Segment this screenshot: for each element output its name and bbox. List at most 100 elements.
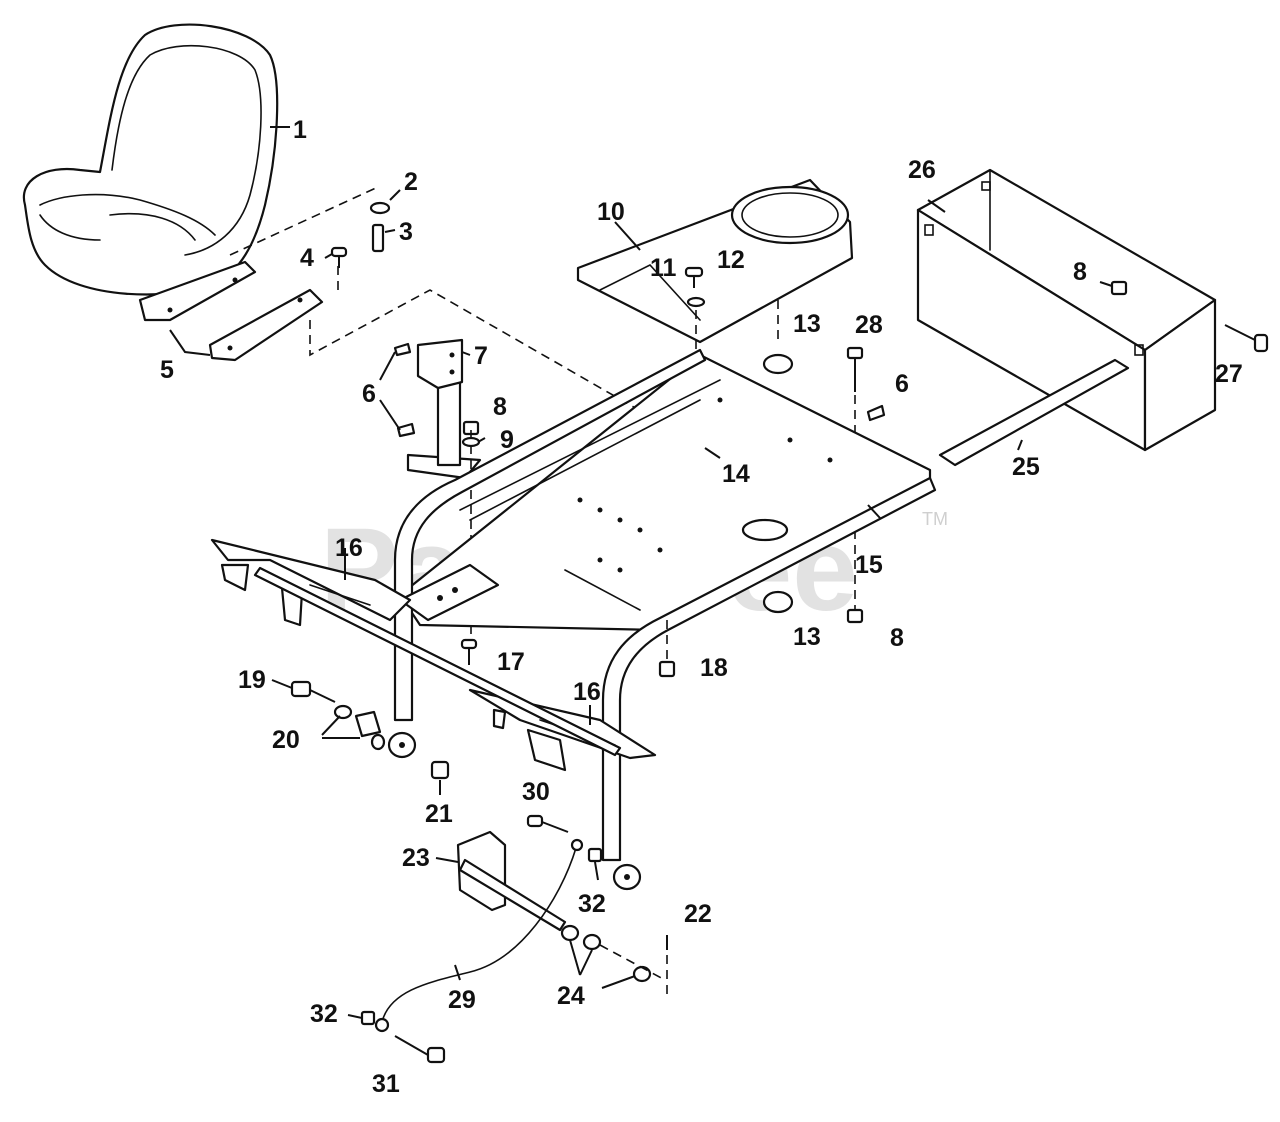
leader-4 xyxy=(324,253,333,259)
callout-2: 2 xyxy=(404,168,418,196)
battery-plate[interactable] xyxy=(576,178,854,344)
callout-7: 7 xyxy=(474,342,488,370)
callout-18: 18 xyxy=(700,654,728,682)
callout-6b: 6 xyxy=(895,370,909,398)
leader-14 xyxy=(704,447,721,459)
pivot-left[interactable] xyxy=(387,731,417,759)
bolt-31[interactable] xyxy=(394,1035,446,1064)
callout-13a: 13 xyxy=(793,310,821,338)
washer-9[interactable] xyxy=(461,436,481,448)
callout-25: 25 xyxy=(1012,453,1040,481)
callout-3: 3 xyxy=(399,218,413,246)
callout-31: 31 xyxy=(372,1070,400,1098)
axle-line xyxy=(599,944,666,981)
nut-18[interactable] xyxy=(658,660,676,678)
callout-23: 23 xyxy=(402,844,430,872)
footrest-bar[interactable] xyxy=(253,566,622,757)
bolt-4[interactable] xyxy=(330,246,348,268)
callout-32b: 32 xyxy=(310,1000,338,1028)
leader-19 xyxy=(271,679,293,689)
harness-29[interactable] xyxy=(374,838,584,1033)
callout-8c: 8 xyxy=(890,624,904,652)
bolt-3[interactable] xyxy=(371,223,385,253)
frame-tube-right[interactable] xyxy=(601,476,937,862)
callout-22: 22 xyxy=(684,900,712,928)
callout-13b: 13 xyxy=(793,623,821,651)
pivot-right[interactable] xyxy=(612,863,642,891)
callout-4: 4 xyxy=(300,244,314,272)
leader-6a xyxy=(379,351,401,431)
nut-21[interactable] xyxy=(430,760,450,780)
leader-26 xyxy=(927,199,946,213)
leader-10 xyxy=(614,221,641,251)
callout-14: 14 xyxy=(722,460,750,488)
bolt-17[interactable] xyxy=(460,638,478,665)
washer-2[interactable] xyxy=(369,201,391,215)
nut-8-frame[interactable] xyxy=(846,608,864,624)
leader-24 xyxy=(569,939,636,989)
callout-15: 15 xyxy=(855,551,883,579)
leader-9 xyxy=(477,437,486,443)
bolt-11[interactable] xyxy=(684,266,704,288)
callout-32a: 32 xyxy=(578,890,606,918)
frame-tube-left[interactable] xyxy=(393,348,707,722)
nut-32-upper[interactable] xyxy=(587,847,603,863)
seat-post[interactable] xyxy=(406,338,482,480)
callout-28: 28 xyxy=(855,311,883,339)
grease-fitting-6b[interactable] xyxy=(396,422,416,438)
bolt-27[interactable] xyxy=(1224,324,1269,353)
callout-26: 26 xyxy=(908,156,936,184)
bolt-19[interactable] xyxy=(290,680,336,703)
bolt-30[interactable] xyxy=(526,814,569,833)
callout-27: 27 xyxy=(1215,360,1243,388)
leader-25 xyxy=(1017,439,1023,451)
washer-12[interactable] xyxy=(686,296,706,308)
grease-fitting-6a[interactable] xyxy=(393,342,412,357)
callout-6a: 6 xyxy=(362,380,376,408)
bracket-23[interactable] xyxy=(456,830,567,932)
seat[interactable] xyxy=(22,23,279,296)
callout-19: 19 xyxy=(238,666,266,694)
footrest-upper[interactable] xyxy=(210,538,412,627)
callout-8a: 8 xyxy=(493,393,507,421)
footrest-lower[interactable] xyxy=(468,688,657,772)
grease-fitting-6c[interactable] xyxy=(866,404,886,422)
washers-24[interactable] xyxy=(560,924,652,983)
support-rail-25[interactable] xyxy=(938,358,1130,467)
leader-3 xyxy=(384,229,396,233)
callout-8b: 8 xyxy=(1073,258,1087,286)
grommet-13-lower[interactable] xyxy=(762,590,794,614)
callout-21: 21 xyxy=(425,800,453,828)
callout-16b: 16 xyxy=(573,678,601,706)
callout-11: 11 xyxy=(650,254,677,282)
leader-5 xyxy=(169,329,211,356)
callout-9: 9 xyxy=(500,426,514,454)
callout-1: 1 xyxy=(293,116,307,144)
nut-8-box[interactable] xyxy=(1099,280,1128,296)
leader-23 xyxy=(435,857,459,863)
callout-12: 12 xyxy=(717,246,745,274)
callout-30: 30 xyxy=(522,778,550,806)
callout-5: 5 xyxy=(160,356,174,384)
leader-7 xyxy=(461,351,471,356)
leader-32b xyxy=(347,1014,363,1019)
leader-15 xyxy=(867,504,881,519)
frame-mount-line xyxy=(309,289,666,530)
bolt-28[interactable] xyxy=(846,346,864,392)
nut-32-lower[interactable] xyxy=(360,1010,376,1026)
callout-20: 20 xyxy=(272,726,300,754)
seat-brackets[interactable] xyxy=(138,260,324,362)
leader-29 xyxy=(454,964,461,981)
callout-24: 24 xyxy=(557,982,585,1010)
battery-box[interactable] xyxy=(916,168,1217,452)
callout-16a: 16 xyxy=(335,534,363,562)
leader-2 xyxy=(389,189,401,201)
leader-20 xyxy=(321,715,360,739)
callout-17: 17 xyxy=(497,648,525,676)
frame-mount-plate[interactable] xyxy=(398,563,500,622)
seat-mount-line xyxy=(229,186,379,256)
washers-20[interactable] xyxy=(333,704,386,751)
callout-10: 10 xyxy=(597,198,625,226)
